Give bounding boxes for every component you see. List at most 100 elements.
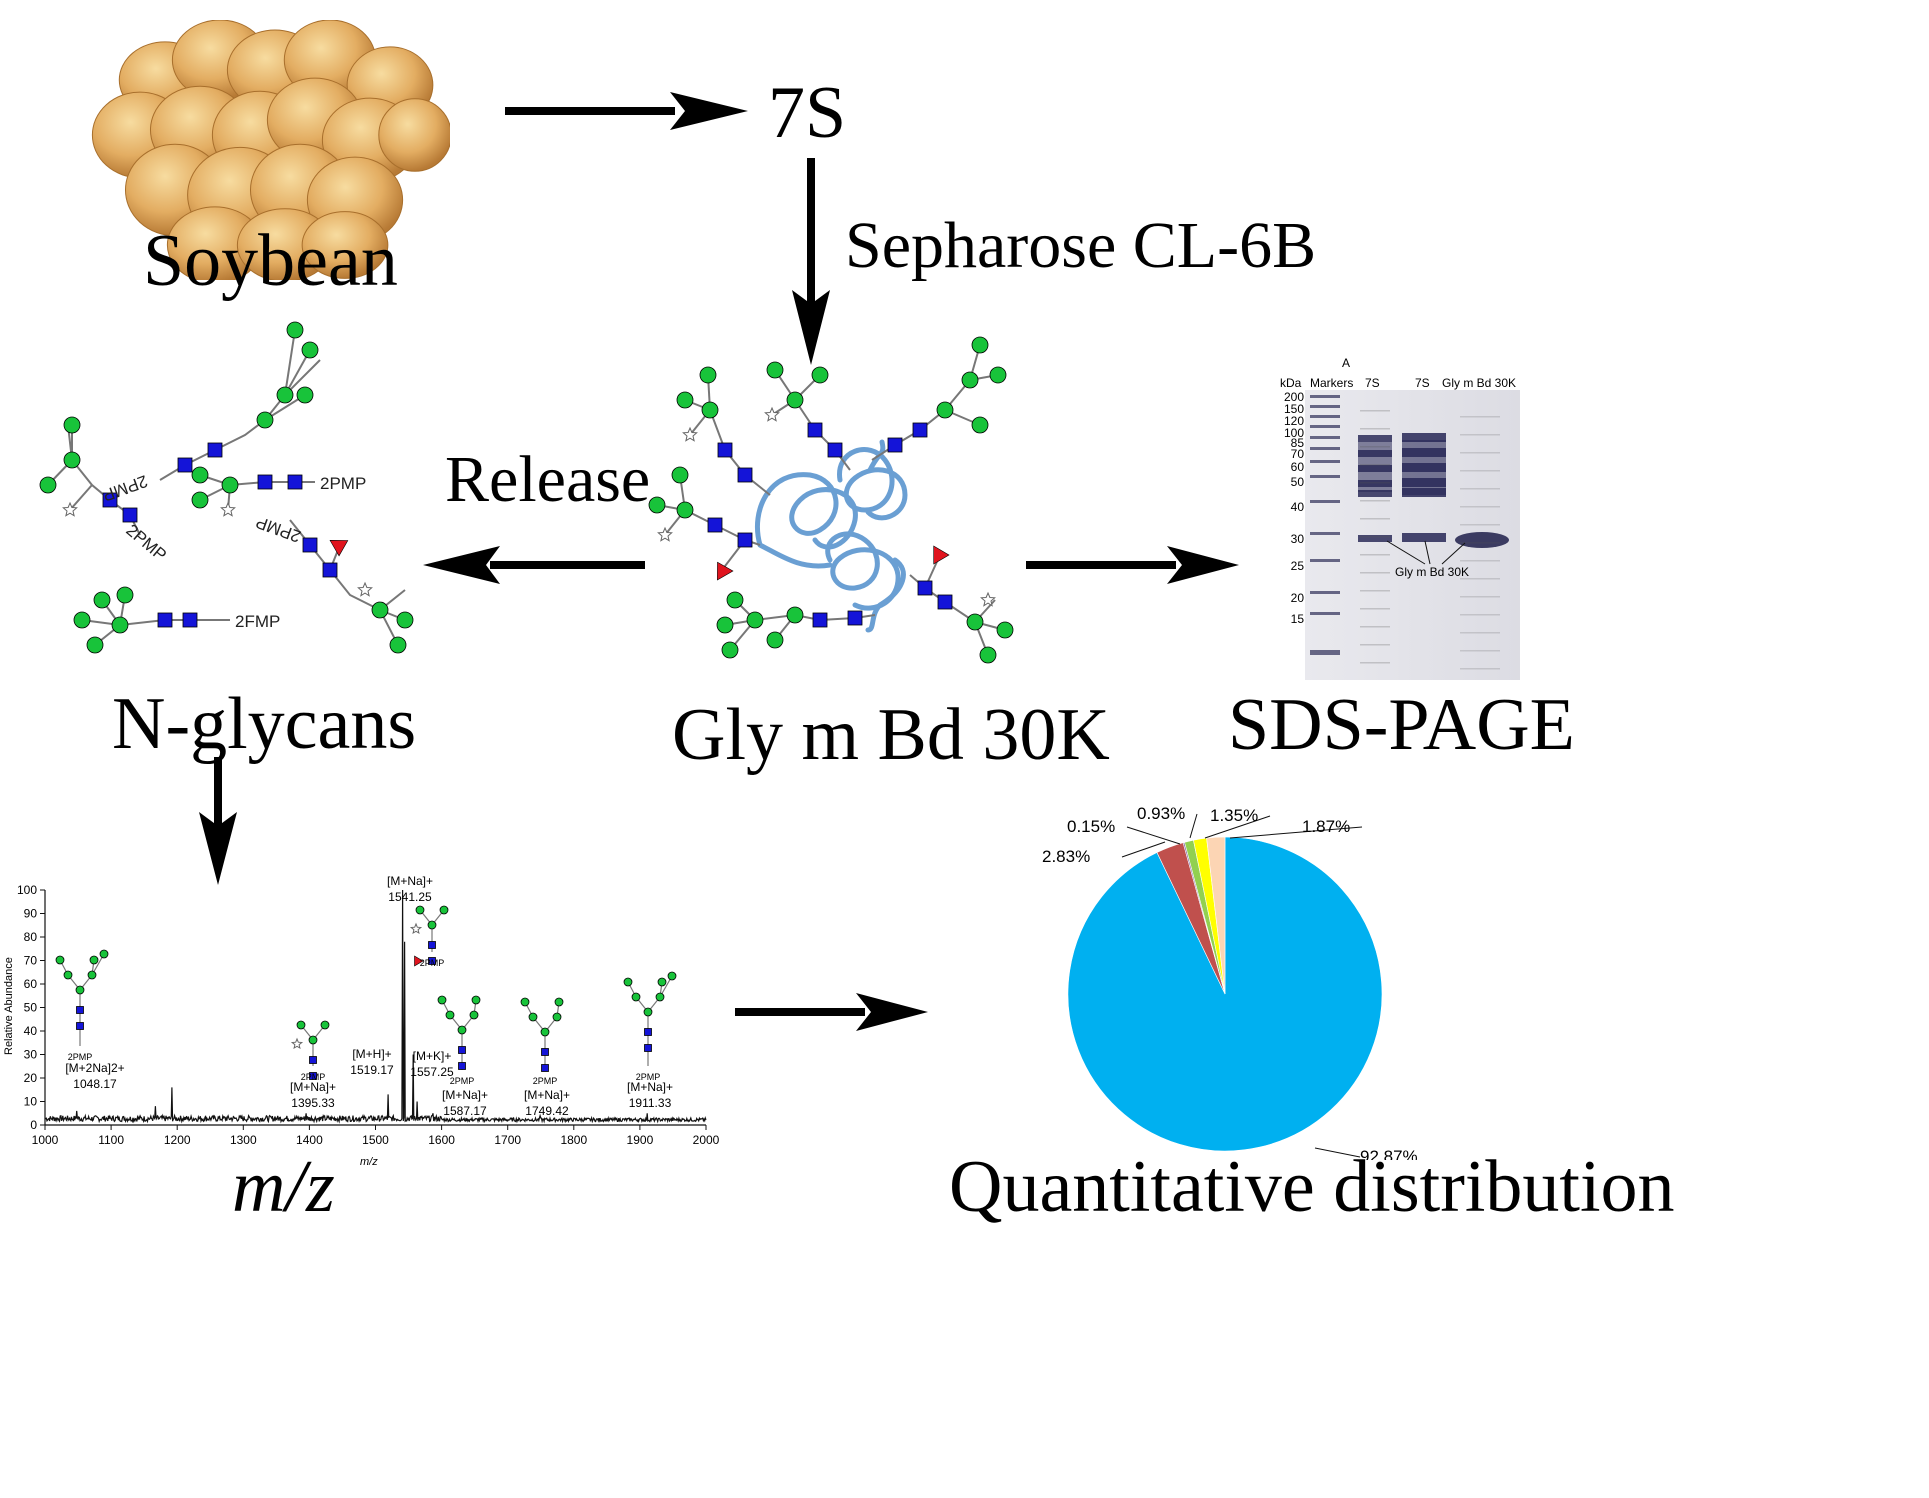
peak-mz-label: 1557.25 [410, 1065, 454, 1079]
glcnac-square-icon [309, 1072, 317, 1080]
gel-lane-markers: Markers [1310, 376, 1354, 390]
mannose-circle-icon [631, 992, 641, 1002]
mannose-circle-icon [766, 361, 784, 379]
sepharose-label: Sepharose CL-6B [845, 209, 1317, 282]
xylose-star-icon [980, 591, 996, 607]
glcnac-square-icon [207, 442, 223, 458]
mannose-circle-icon [371, 601, 389, 619]
xylose-star-icon [657, 526, 673, 542]
peak-mz-label: 1587.17 [443, 1104, 487, 1118]
mannose-circle-icon [296, 1020, 306, 1030]
xylose-star-icon [764, 406, 780, 422]
mannose-circle-icon [671, 466, 689, 484]
spectrum-ytick: 0 [30, 1118, 37, 1132]
peak-mz-label: 1911.33 [629, 1096, 672, 1110]
peak-mz-label: 1749.42 [525, 1104, 569, 1118]
pmp-tag: 2PMP [420, 958, 445, 968]
mz-label: m/z [232, 1146, 335, 1228]
spectrum-xtick: 2000 [693, 1133, 720, 1147]
mannose-circle-icon [191, 466, 209, 484]
spectrum-ytick: 20 [24, 1071, 38, 1085]
glcnac-square-icon [157, 612, 173, 628]
mannose-circle-icon [989, 366, 1007, 384]
fmp-tag: 2FMP [235, 612, 280, 631]
mannose-circle-icon [286, 321, 304, 339]
glcnac-square-icon [257, 474, 273, 490]
pie-value-label: 1.35% [1210, 806, 1258, 825]
gly-m-bd-label: Gly m Bd 30K [672, 694, 1110, 776]
peak-ion-label: [M+Na]+ [524, 1088, 570, 1102]
gel-marker-label: 120 [1283, 414, 1304, 428]
spectrum-xtick: 1400 [296, 1133, 323, 1147]
gel-lane-7s-a: 7S [1365, 376, 1380, 390]
mannose-circle-icon [221, 476, 239, 494]
gel-marker-label: 25 [1290, 559, 1304, 573]
mannose-circle-icon [111, 616, 129, 634]
gel-marker-label: 100 [1283, 426, 1304, 440]
quantitative-label: Quantitative distribution [949, 1146, 1675, 1228]
mannose-circle-icon [89, 955, 99, 965]
mannose-circle-icon [191, 491, 209, 509]
gel-marker-label: 50 [1290, 475, 1304, 489]
mannose-circle-icon [676, 501, 694, 519]
spectrum-xtick: 1000 [32, 1133, 59, 1147]
glcnac-square-icon [541, 1048, 549, 1056]
gel-lane-7s-b: 7S [1415, 376, 1430, 390]
glcnac-square-icon [541, 1064, 549, 1072]
glcnac-square-icon [102, 492, 118, 508]
peak-ion-label: [M+2Na]2+ [65, 1061, 124, 1075]
peak-ion-label: [M+K]+ [413, 1049, 452, 1063]
spectrum-xtick: 1200 [164, 1133, 191, 1147]
fucose-triangle-icon [414, 955, 424, 967]
mannose-circle-icon [726, 591, 744, 609]
pie-value-label: 1.87% [1302, 817, 1350, 836]
mannose-circle-icon [99, 949, 109, 959]
peak-ion-label: [M+Na]+ [387, 874, 433, 888]
glcnac-square-icon [737, 467, 753, 483]
mannose-circle-icon [415, 905, 425, 915]
n-glycans-label: N-glycans [112, 683, 417, 765]
mannose-circle-icon [721, 641, 739, 659]
soybean-image [91, 20, 450, 280]
xylose-star-icon [682, 426, 698, 442]
pmp-tag: 2PMP [450, 1076, 475, 1086]
xylose-star-icon [62, 501, 78, 517]
glcnac-square-icon [177, 457, 193, 473]
mannose-circle-icon [445, 1010, 455, 1020]
mannose-circle-icon [320, 1020, 330, 1030]
spectrum-ytick: 10 [24, 1095, 38, 1109]
glcnac-square-icon [302, 537, 318, 553]
fucose-triangle-icon [933, 545, 950, 565]
glcnac-square-icon [309, 1056, 317, 1064]
mannose-circle-icon [520, 997, 530, 1007]
spectrum-xtick: 1700 [494, 1133, 521, 1147]
spectrum-xtick: 1900 [627, 1133, 654, 1147]
gel-marker-label: 15 [1290, 612, 1304, 626]
mannose-circle-icon [540, 1027, 550, 1037]
glcnac-square-icon [847, 610, 863, 626]
glycoprotein-diagram [648, 336, 1014, 664]
mannose-circle-icon [966, 613, 984, 631]
gel-marker-label: 200 [1283, 390, 1304, 404]
arrow-down-icon [199, 757, 237, 885]
peak-ion-label: [M+Na]+ [442, 1088, 488, 1102]
glcnac-square-icon [917, 580, 933, 596]
mannose-circle-icon [457, 1025, 467, 1035]
mannose-circle-icon [667, 971, 677, 981]
mannose-circle-icon [389, 636, 407, 654]
spectrum-xtick: 1800 [560, 1133, 587, 1147]
mannose-circle-icon [643, 1007, 653, 1017]
spectrum-xlabel: m/z [360, 1156, 378, 1168]
spectrum-xtick: 1600 [428, 1133, 455, 1147]
glcnac-square-icon [428, 957, 436, 965]
glcnac-square-icon [76, 1022, 84, 1030]
mannose-circle-icon [996, 621, 1014, 639]
mannose-circle-icon [979, 646, 997, 664]
mannose-circle-icon [971, 336, 989, 354]
mannose-circle-icon [648, 496, 666, 514]
spectrum-ytick: 40 [24, 1024, 38, 1038]
soybean-icon [301, 211, 389, 279]
pmp-tag: 2PMP [320, 474, 366, 493]
